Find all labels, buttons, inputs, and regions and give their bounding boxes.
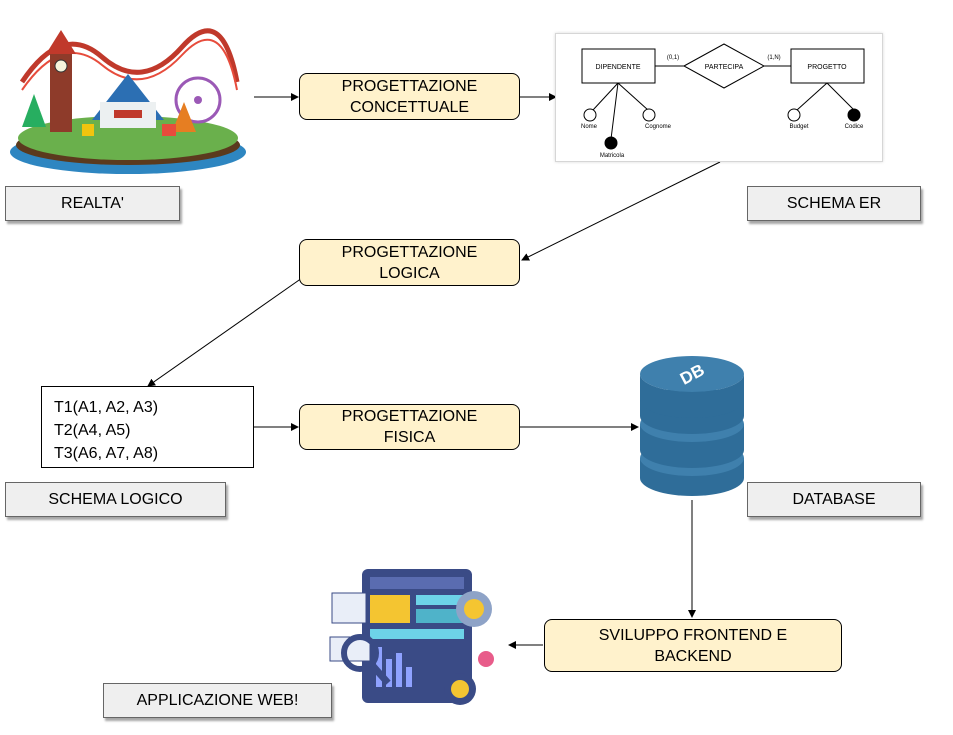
step-physical-design: PROGETTAZIONE FISICA: [299, 404, 520, 450]
step-physical-line1: PROGETTAZIONE: [341, 408, 478, 425]
relation-partecipa: [682, 43, 766, 89]
entity-progetto: [790, 48, 865, 84]
step-physical-line2: FISICA: [383, 429, 436, 446]
step-logical-design: PROGETTAZIONE LOGICA: [299, 239, 520, 286]
amusement-park-illustration: [10, 28, 246, 174]
step-frontend-backend-dev: SVILUPPO FRONTEND E BACKEND: [544, 619, 842, 672]
logical-tables-box: T1(A1, A2, A3) T2(A4, A5) T3(A6, A7, A8): [41, 386, 254, 468]
attr-nome-text: Nome: [581, 124, 598, 130]
label-logical-schema: SCHEMA LOGICO: [5, 482, 226, 517]
logical-table-t2: T2(A4, A5): [54, 422, 131, 439]
logical-table-t1: T1(A1, A2, A3): [54, 399, 159, 416]
er-diagram-card: DIPENDENTE PARTECIPA PROGETTO (0,1) (1,N…: [555, 33, 883, 162]
database-icon: DB: [640, 356, 744, 496]
logical-table-t3: T3(A6, A7, A8): [54, 445, 159, 462]
attr-cognome-text: Cognome: [645, 124, 672, 130]
entity-dipendente-text: DIPENDENTE: [595, 64, 640, 71]
step-dev-line1: SVILUPPO FRONTEND E: [598, 626, 788, 644]
step-conceptual-design: PROGETTAZIONE CONCETTUALE: [299, 73, 520, 120]
label-web-app: APPLICAZIONE WEB!: [103, 683, 332, 718]
step-conceptual-line2: CONCETTUALE: [349, 98, 470, 116]
attr-matricola-marker: [604, 136, 618, 150]
er-diagram: DIPENDENTE PARTECIPA PROGETTO (0,1) (1,N…: [581, 43, 865, 159]
cardinality-left: (0,1): [667, 55, 679, 61]
label-database: DATABASE: [747, 482, 921, 517]
step-dev-line2: BACKEND: [654, 647, 732, 665]
arrow-er-to-logical: [521, 161, 721, 261]
arrow-logical-to-tables: [147, 277, 303, 387]
label-er-schema: SCHEMA ER: [747, 186, 921, 221]
label-reality: REALTA': [5, 186, 180, 221]
attr-codice-text: Codice: [845, 124, 864, 130]
cardinality-right: (1,N): [767, 55, 780, 61]
attr-nome-marker: [583, 108, 597, 122]
attr-budget-marker: [787, 108, 801, 122]
step-conceptual-line1: PROGETTAZIONE: [341, 77, 478, 95]
entity-dipendente: [581, 48, 656, 84]
relation-partecipa-text: PARTECIPA: [705, 64, 744, 71]
step-logical-line2: LOGICA: [379, 264, 440, 282]
entity-progetto-text: PROGETTO: [807, 64, 847, 71]
step-logical-line1: PROGETTAZIONE: [341, 243, 478, 261]
attr-cognome-marker: [642, 108, 656, 122]
attr-codice-marker: [847, 108, 861, 122]
web-app-illustration: [329, 569, 494, 705]
attr-budget-text: Budget: [789, 124, 808, 130]
attr-matricola-text: Matricola: [600, 153, 625, 159]
